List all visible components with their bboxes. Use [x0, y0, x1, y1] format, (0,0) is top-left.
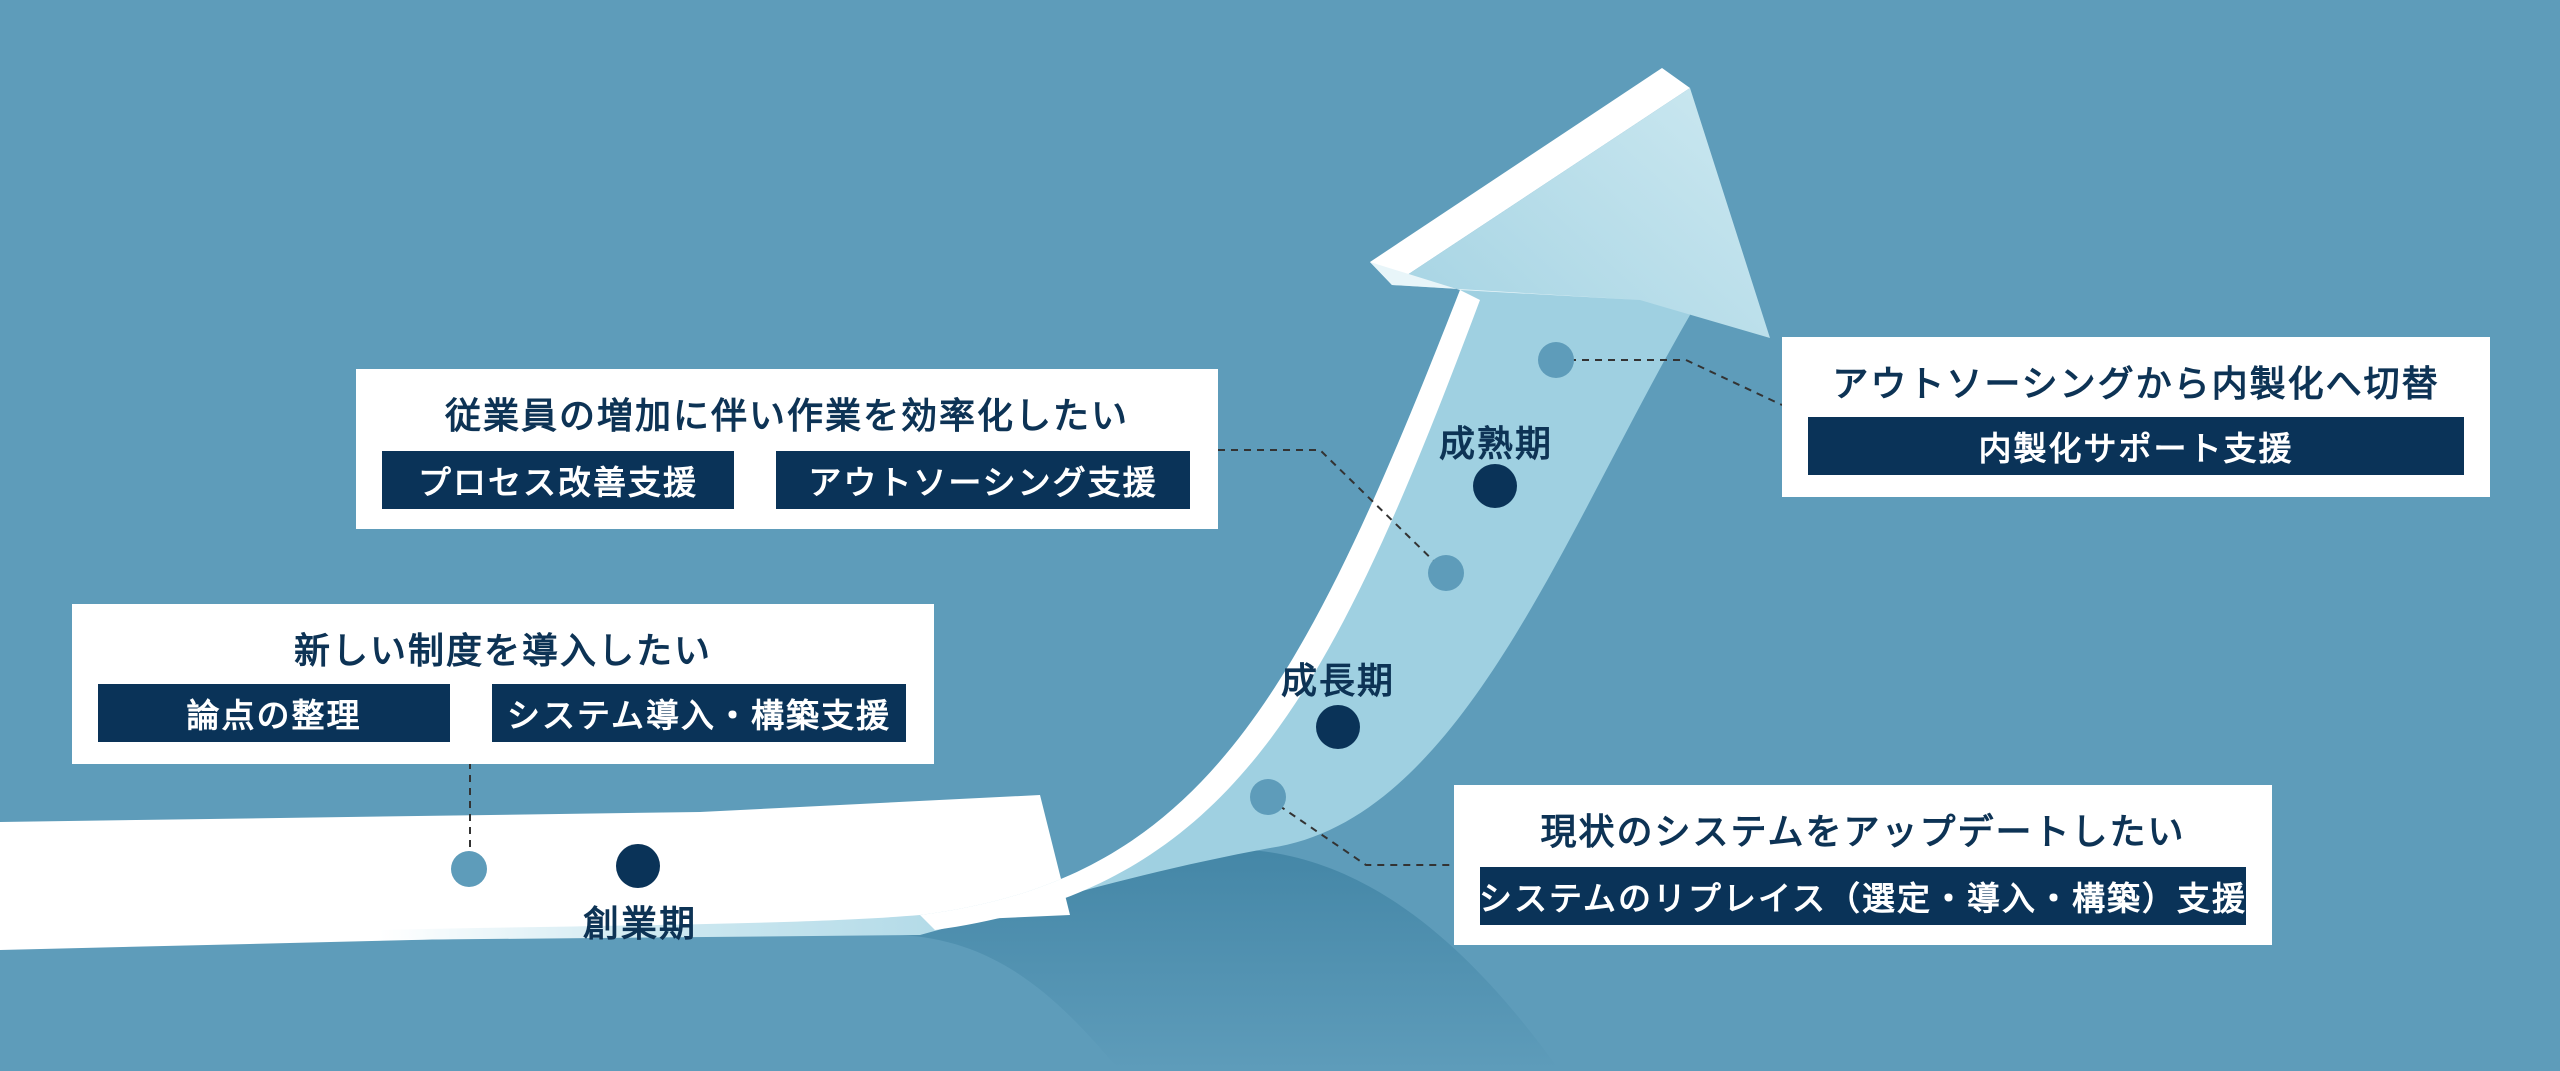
tag-system-implementation: システム導入・構築支援 — [492, 684, 906, 742]
tag-issue-organizing: 論点の整理 — [98, 684, 450, 742]
marker-growth-need — [1250, 779, 1286, 815]
arrow-body — [380, 200, 1690, 940]
arrowhead — [1392, 88, 1770, 338]
stage-label-maturity: 成熟期 — [1438, 424, 1554, 465]
arrow-edge — [920, 290, 1480, 930]
callout-title: 新しい制度を導入したい — [293, 631, 712, 672]
arrowhead-edge — [1370, 262, 1640, 300]
stage-dot-founding — [616, 844, 660, 888]
callout-insourcing: アウトソーシングから内製化へ切替 内製化サポート支援 — [1782, 337, 2490, 497]
callout-title: 従業員の増加に伴い作業を効率化したい — [444, 396, 1129, 437]
stage-dot-growth — [1316, 705, 1360, 749]
tag-process-improvement: プロセス改善支援 — [382, 451, 734, 509]
callout-title: 現状のシステムをアップデートしたい — [1540, 812, 2186, 853]
callout-title: アウトソーシングから内製化へ切替 — [1832, 364, 2440, 405]
marker-growth-efficiency — [1428, 555, 1464, 591]
stage-dot-maturity — [1473, 464, 1517, 508]
marker-founding-need — [451, 851, 487, 887]
stage-label-growth: 成長期 — [1280, 661, 1396, 702]
marker-maturity-need — [1538, 342, 1574, 378]
tag-system-replacement: システムのリプレイス（選定・導入・構築）支援 — [1479, 867, 2246, 925]
stage-label-founding: 創業期 — [582, 904, 698, 945]
tag-insourcing-support: 内製化サポート支援 — [1808, 417, 2464, 475]
callout-new-system: 新しい制度を導入したい 論点の整理 システム導入・構築支援 — [72, 604, 934, 764]
callout-efficiency: 従業員の増加に伴い作業を効率化したい プロセス改善支援 アウトソーシング支援 — [356, 369, 1218, 529]
arrowhead-top — [1370, 68, 1690, 285]
arrow-base-band — [0, 795, 1070, 950]
leader-line-4 — [1556, 359, 1783, 406]
leader-line-3 — [1267, 797, 1454, 866]
callout-system-update: 現状のシステムをアップデートしたい システムのリプレイス（選定・導入・構築）支援 — [1454, 785, 2272, 945]
tag-outsourcing: アウトソーシング支援 — [776, 451, 1190, 509]
